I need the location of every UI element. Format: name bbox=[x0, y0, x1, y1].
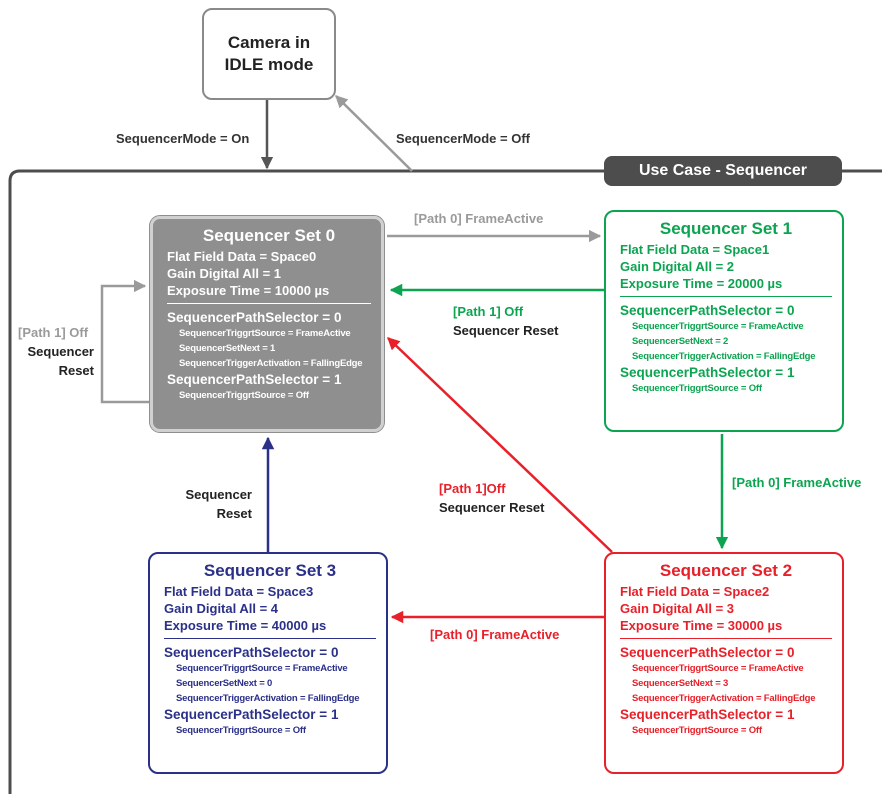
arrow-mode-off bbox=[335, 95, 413, 172]
set3-trigger-source-1: SequencerTriggrtSource = Off bbox=[176, 725, 306, 736]
set2-path-selector-1: SequencerPathSelector = 1 bbox=[620, 707, 795, 722]
set0-title: Sequencer Set 0 bbox=[202, 226, 336, 245]
set3-path-selector-1: SequencerPathSelector = 1 bbox=[164, 707, 339, 722]
set0-divider bbox=[167, 303, 371, 304]
label-s3-to-s0-reset2: Reset bbox=[216, 506, 252, 521]
set1-path-selector-1: SequencerPathSelector = 1 bbox=[620, 365, 795, 380]
set0-exposure: Exposure Time = 10000 µs bbox=[167, 283, 330, 298]
set3-exposure: Exposure Time = 40000 µs bbox=[164, 618, 327, 633]
sequencer-set-3: Sequencer Set 3 Flat Field Data = Space3… bbox=[148, 552, 388, 774]
set3-divider bbox=[164, 638, 376, 639]
set2-path-selector-0: SequencerPathSelector = 0 bbox=[620, 645, 795, 660]
label-mode-on: SequencerMode = On bbox=[116, 131, 250, 146]
sequencer-set-2: Sequencer Set 2 Flat Field Data = Space2… bbox=[604, 552, 844, 774]
label-s0-self-reset1: Sequencer bbox=[27, 344, 94, 359]
label-s1-to-s0-reset: Sequencer Reset bbox=[453, 323, 559, 338]
set2-exposure: Exposure Time = 30000 µs bbox=[620, 618, 783, 633]
set2-trigger-source-0: SequencerTriggrtSource = FrameActive bbox=[632, 663, 804, 674]
set3-set-next: SequencerSetNext = 0 bbox=[176, 678, 273, 689]
set1-exposure: Exposure Time = 20000 µs bbox=[620, 276, 783, 291]
set1-title: Sequencer Set 1 bbox=[659, 219, 793, 238]
arrow-s2-to-s0 bbox=[387, 337, 613, 553]
use-case-frame bbox=[8, 169, 604, 794]
camera-idle-box: Camera in IDLE mode bbox=[202, 8, 336, 100]
arrow-s0-self-loop bbox=[100, 279, 150, 404]
label-s1-to-s0-path: [Path 1] Off bbox=[453, 304, 524, 319]
label-s3-to-s0-reset1: Sequencer bbox=[185, 487, 252, 502]
set2-set-next: SequencerSetNext = 3 bbox=[632, 678, 729, 689]
use-case-tab: Use Case - Sequencer bbox=[604, 156, 842, 186]
set2-trigger-source-1: SequencerTriggrtSource = Off bbox=[632, 725, 762, 736]
label-s0-self-reset2: Reset bbox=[58, 363, 94, 378]
set0-trigger-activation: SequencerTriggerActivation = FallingEdge bbox=[179, 358, 363, 369]
set0-trigger-source-1: SequencerTriggrtSource = Off bbox=[179, 390, 309, 401]
set2-gain: Gain Digital All = 3 bbox=[620, 601, 735, 616]
set3-flat-field: Flat Field Data = Space3 bbox=[164, 584, 314, 599]
label-s1-to-s2: [Path 0] FrameActive bbox=[732, 475, 862, 490]
set3-gain: Gain Digital All = 4 bbox=[164, 601, 279, 616]
set2-divider bbox=[620, 638, 832, 639]
label-mode-off: SequencerMode = Off bbox=[396, 131, 530, 146]
set1-gain: Gain Digital All = 2 bbox=[620, 259, 735, 274]
set0-trigger-source-0: SequencerTriggrtSource = FrameActive bbox=[179, 328, 351, 339]
set0-gain: Gain Digital All = 1 bbox=[167, 266, 282, 281]
set3-path-selector-0: SequencerPathSelector = 0 bbox=[164, 645, 339, 660]
label-s0-self-path: [Path 1] Off bbox=[18, 325, 89, 340]
label-s2-to-s3: [Path 0] FrameActive bbox=[430, 627, 560, 642]
set0-path-selector-0: SequencerPathSelector = 0 bbox=[167, 310, 342, 325]
sequencer-set-1: Sequencer Set 1 Flat Field Data = Space1… bbox=[604, 210, 844, 432]
set1-trigger-source-1: SequencerTriggrtSource = Off bbox=[632, 383, 762, 394]
set3-trigger-source-0: SequencerTriggrtSource = FrameActive bbox=[176, 663, 348, 674]
label-s2-to-s0-path: [Path 1]Off bbox=[439, 481, 506, 496]
idle-line2: IDLE mode bbox=[224, 55, 314, 74]
label-s2-to-s0-reset: Sequencer Reset bbox=[439, 500, 545, 515]
set2-trigger-activation: SequencerTriggerActivation = FallingEdge bbox=[632, 693, 816, 704]
set0-flat-field: Flat Field Data = Space0 bbox=[167, 249, 317, 264]
set0-set-next: SequencerSetNext = 1 bbox=[179, 343, 276, 354]
set1-trigger-activation: SequencerTriggerActivation = FallingEdge bbox=[632, 351, 816, 362]
set2-flat-field: Flat Field Data = Space2 bbox=[620, 584, 770, 599]
set1-set-next: SequencerSetNext = 2 bbox=[632, 336, 729, 347]
set1-trigger-source-0: SequencerTriggrtSource = FrameActive bbox=[632, 321, 804, 332]
idle-line1: Camera in bbox=[227, 33, 311, 52]
set1-divider bbox=[620, 296, 832, 297]
set1-path-selector-0: SequencerPathSelector = 0 bbox=[620, 303, 795, 318]
set3-trigger-activation: SequencerTriggerActivation = FallingEdge bbox=[176, 693, 360, 704]
set0-path-selector-1: SequencerPathSelector = 1 bbox=[167, 372, 342, 387]
label-s0-to-s1: [Path 0] FrameActive bbox=[414, 211, 544, 226]
sequencer-set-0: Sequencer Set 0 Flat Field Data = Space0… bbox=[149, 215, 385, 433]
set1-flat-field: Flat Field Data = Space1 bbox=[620, 242, 770, 257]
set2-title: Sequencer Set 2 bbox=[659, 561, 793, 580]
set3-title: Sequencer Set 3 bbox=[203, 561, 337, 580]
